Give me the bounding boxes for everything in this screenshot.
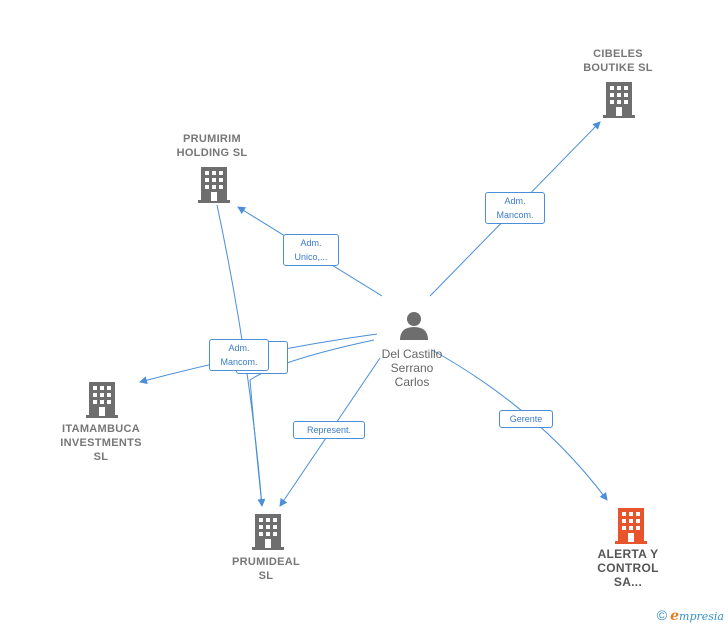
building-icon[interactable]	[86, 382, 118, 418]
edge-label-cibeles[interactable]: Adm. Mancom.	[485, 192, 545, 224]
building-icon[interactable]	[615, 508, 647, 544]
edge-label-alerta[interactable]: Gerente	[499, 410, 553, 428]
copyright-symbol: ©	[656, 607, 668, 623]
prumirim-label: PRUMIRIM HOLDING SL	[176, 133, 248, 159]
brand-logo-text: mpresia	[679, 610, 724, 623]
edge-person-to-prumideal-a	[249, 339, 375, 507]
person-icon[interactable]	[399, 310, 429, 340]
building-icon[interactable]	[252, 514, 284, 550]
edge-label-itambuca[interactable]: Adm. Mancom.	[209, 339, 269, 371]
building-icon[interactable]	[198, 167, 230, 203]
itambuca-label: ITAMAMBUCA INVESTMENTS SL	[60, 423, 142, 463]
brand-logo-e: e	[670, 608, 680, 624]
alerta-label: ALERTA Y CONTROL SA...	[597, 547, 659, 589]
building-icon[interactable]	[603, 82, 635, 118]
edge-label-prumirim[interactable]: Adm. Unico,...	[283, 234, 339, 266]
prumideal-label: PRUMIDEAL SL	[231, 556, 301, 582]
cibeles-label: CIBELES BOUTIKE SL	[583, 48, 653, 74]
person-label: Del Castillo Serrano Carlos	[381, 347, 443, 389]
brand-footer: © empresia	[657, 607, 724, 624]
edge-label-prumideal[interactable]: Represent.	[293, 421, 365, 439]
